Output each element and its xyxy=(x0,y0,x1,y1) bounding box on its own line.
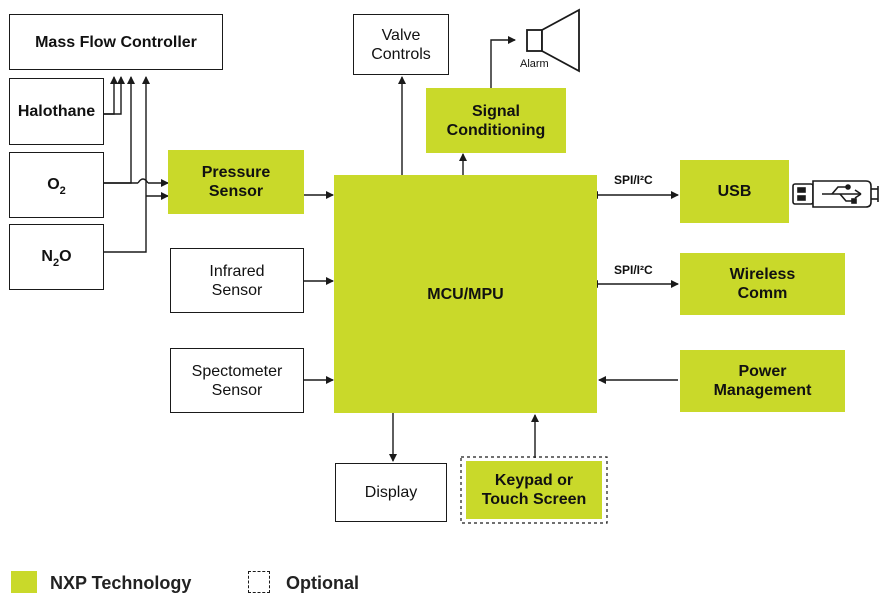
usb-block: USB xyxy=(680,160,789,223)
signal-conditioning-block: Signal Conditioning xyxy=(426,88,566,153)
spectrometer-sensor-label: Spectometer Sensor xyxy=(191,362,283,399)
alarm-label: Alarm xyxy=(520,58,549,70)
o2-block: O2 xyxy=(9,152,104,218)
n2o-block: N2O xyxy=(9,224,104,290)
power-management-block: Power Management xyxy=(680,350,845,412)
spectrometer-sensor-block: Spectometer Sensor xyxy=(170,348,304,413)
pressure-sensor-label: Pressure Sensor xyxy=(201,164,271,200)
o2-label: O2 xyxy=(47,175,66,197)
legend-optional-swatch xyxy=(248,571,270,593)
infrared-sensor-label: Infrared Sensor xyxy=(209,262,265,299)
usb-plug-icon xyxy=(792,180,879,208)
mcu-mpu-block: MCU/MPU xyxy=(334,175,597,413)
valve-controls-label: Valve Controls xyxy=(371,26,431,63)
pressure-sensor-block: Pressure Sensor xyxy=(168,150,304,214)
optional-dashed-outline xyxy=(460,456,608,524)
display-label: Display xyxy=(364,484,418,501)
mass-flow-controller-label: Mass Flow Controller xyxy=(35,33,197,51)
power-management-label: Power Management xyxy=(713,363,812,399)
speaker-icon xyxy=(526,8,580,73)
legend-optional-label: Optional xyxy=(286,573,359,593)
mcu-mpu-label: MCU/MPU xyxy=(427,285,504,303)
spi-i2c-usb-label: SPI/I²C xyxy=(614,173,653,187)
wireless-comm-label: Wireless Comm xyxy=(729,266,796,302)
legend-nxp-label: NXP Technology xyxy=(50,573,192,593)
spi-i2c-wireless-label: SPI/I²C xyxy=(614,263,653,277)
legend-nxp-swatch xyxy=(11,571,37,593)
halothane-label: Halothane xyxy=(17,103,96,120)
usb-label: USB xyxy=(717,183,752,200)
signal-conditioning-label: Signal Conditioning xyxy=(446,102,546,139)
wireless-comm-block: Wireless Comm xyxy=(680,253,845,315)
keypad-touch-screen-block: Keypad or Touch Screen xyxy=(466,461,602,519)
valve-controls-block: Valve Controls xyxy=(353,14,449,75)
halothane-block: Halothane xyxy=(9,78,104,145)
keypad-touch-screen-label: Keypad or Touch Screen xyxy=(481,472,587,508)
n2o-label: N2O xyxy=(41,247,72,269)
mass-flow-controller-block: Mass Flow Controller xyxy=(9,14,223,70)
infrared-sensor-block: Infrared Sensor xyxy=(170,248,304,313)
display-block: Display xyxy=(335,463,447,522)
